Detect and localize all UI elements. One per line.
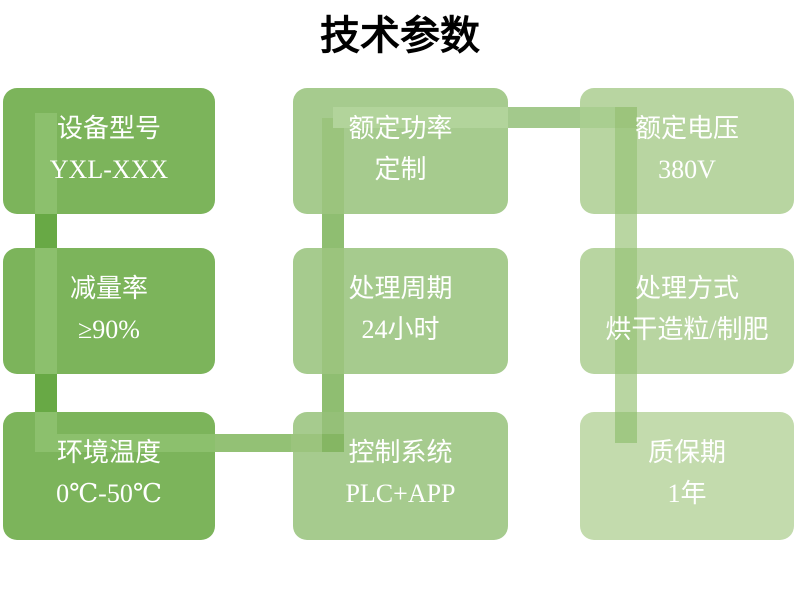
param-value: 380V [658,155,716,184]
pipe-segment-v3-box3 [615,128,637,214]
pipe-corner-v3-h2 [615,107,637,128]
pipe-segment-v3-gap1 [615,214,637,248]
param-value: ≥90% [78,315,140,344]
param-value: 24小时 [361,315,440,344]
pipe-segment-v2-box2 [322,118,344,214]
pipe-segment-v1-gap2 [35,374,57,412]
pipe-corner-v2-h1 [322,434,344,452]
param-label: 控制系统 [348,438,453,467]
param-value: 1年 [667,479,707,508]
pipe-segment-v3-box6 [615,248,637,374]
pipe-segment-v2-gap2 [322,374,344,412]
param-label: 处理周期 [348,274,453,303]
param-label: 额定电压 [634,114,739,143]
pipe-segment-h2-box2 [333,107,508,128]
param-box-warranty-period: 质保期 1年 [580,412,794,540]
pipe-segment-v1-box1 [35,113,57,214]
param-value: YXL-XXX [49,155,169,184]
param-box-control-system: 控制系统 PLC+APP [293,412,508,540]
pipe-segment-v3-box9 [615,412,637,443]
page-title: 技术参数 [320,14,480,58]
param-label: 处理方式 [634,274,739,303]
param-box-ambient-temperature: 环境温度 0℃-50℃ [3,412,215,540]
param-value: 定制 [374,155,427,184]
param-value: 烘干造粒/制肥 [605,315,769,344]
pipe-segment-v3-gap2 [615,374,637,412]
param-value: PLC+APP [345,479,456,508]
pipe-segment-v2-box5 [322,248,344,374]
pipe-segment-h1-gap [215,434,291,452]
param-label: 环境温度 [56,438,161,467]
pipe-segment-v2-gap1 [322,214,344,248]
pipe-segment-v2-box8 [322,412,344,434]
param-box-processing-method: 处理方式 烘干造粒/制肥 [580,248,794,374]
param-label: 减量率 [69,274,148,303]
pipe-segment-h1-box7 [35,434,215,452]
param-value: 0℃-50℃ [56,479,162,508]
param-label: 额定功率 [348,114,453,143]
pipe-segment-v1-box4 [35,248,57,374]
param-label: 设备型号 [56,114,161,143]
pipe-segment-v1-gap1 [35,214,57,248]
param-label: 质保期 [647,438,726,467]
pipe-segment-h2-gap [508,107,580,128]
